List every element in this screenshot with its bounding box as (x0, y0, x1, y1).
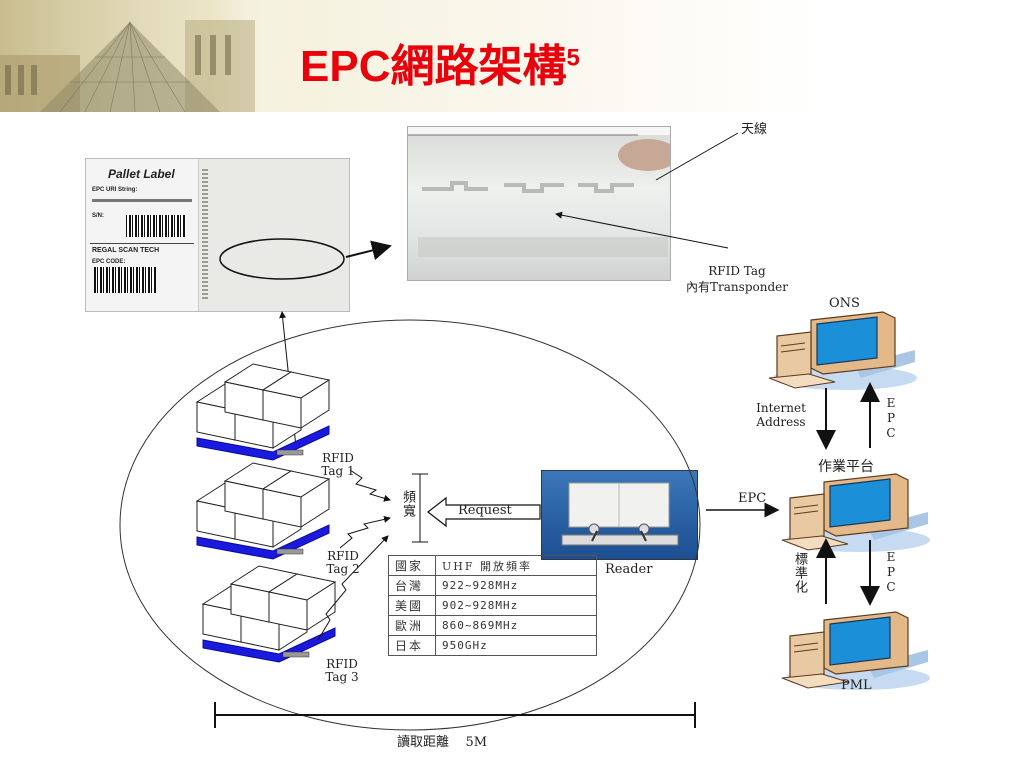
slide-title: EPC網路架構5 (300, 30, 580, 94)
table-cell-frequency: 950GHz (435, 635, 597, 656)
uri-string-line (92, 199, 192, 202)
tag-highlight-ellipse (219, 238, 345, 280)
epc-arrow-label: EPC (738, 491, 767, 506)
platform-computer (781, 473, 931, 553)
table-cell-country: 歐洲 (388, 615, 436, 636)
tag1-label-line2: Tag 1 (321, 464, 355, 478)
signal-tag1 (349, 469, 391, 502)
pallet-2 (197, 463, 329, 559)
antenna-pointer-line (655, 132, 739, 181)
barcode-top (126, 215, 186, 237)
signal-tag3 (317, 535, 389, 641)
epc-vertical-label-top: EPC (884, 396, 898, 441)
read-distance-label: 讀取距離 5M (397, 735, 488, 750)
tag-pointer-line (555, 211, 729, 249)
slide-title-text: EPC網路架構 (300, 42, 567, 91)
table-cell-frequency: 860~869MHz (435, 615, 597, 636)
rfid-tag-antenna-photo (407, 126, 671, 281)
bandwidth-label: 頻寬 (400, 490, 415, 518)
epc-uri-label: EPC URI String: (92, 187, 138, 193)
reader-device-photo (541, 470, 698, 560)
side-text-strip (202, 169, 208, 299)
table-row: 台灣 922~928MHz (388, 575, 597, 596)
table-cell-country: 日本 (388, 635, 436, 656)
table-row: 美國 902~928MHz (388, 595, 597, 616)
internet-address-label: Internet Address (748, 401, 814, 429)
louvre-banner-image (0, 0, 290, 112)
uhf-frequency-table: 國家 UHF 開放頻率 台灣 922~928MHz 美國 902~928MHz … (388, 555, 597, 656)
zoom-arrow (345, 240, 392, 261)
tag3-label-line2: Tag 3 (325, 670, 359, 684)
tag1-label: RFID Tag 1 (318, 452, 358, 478)
ons-computer (768, 311, 918, 391)
tag3-label-line1: RFID (326, 657, 358, 671)
ons-label: ONS (829, 296, 860, 311)
internet-address-line1: Internet (756, 401, 806, 415)
pallet-3 (203, 566, 335, 662)
signal-tag2 (339, 515, 391, 549)
label-divider (90, 243, 194, 244)
reader-label: Reader (605, 562, 653, 577)
standardize-label: 標準化 (792, 552, 807, 594)
rfid-tag-label-line2: 內有Transponder (686, 280, 788, 294)
tag3-label: RFID Tag 3 (322, 658, 362, 684)
rfid-tag-label-line1: RFID Tag (708, 264, 766, 278)
sn-label: S/N: (92, 213, 104, 219)
epc-vertical-label-bottom: EPC (884, 550, 898, 595)
tag2-label-line1: RFID (327, 549, 359, 563)
table-row: 歐洲 860~869MHz (388, 615, 597, 636)
table-cell-country: 台灣 (388, 575, 436, 596)
table-cell-frequency: 922~928MHz (435, 575, 597, 596)
platform-label: 作業平台 (818, 459, 874, 475)
table-header-country: 國家 (388, 555, 436, 576)
epc-code-label: EPC CODE: (92, 259, 126, 265)
table-cell-country: 美國 (388, 595, 436, 616)
pallet-label-photo: Pallet Label EPC URI String: S/N: REGAL … (85, 158, 350, 312)
read-range-circle (119, 319, 701, 731)
table-header-frequency: UHF 開放頻率 (435, 555, 597, 576)
pml-label: PML (841, 678, 872, 693)
pallet-1 (197, 364, 329, 460)
antenna-label: 天線 (741, 122, 768, 137)
tag1-label-line1: RFID (322, 451, 354, 465)
internet-address-line2: Address (756, 415, 806, 429)
table-row: 日本 950GHz (388, 635, 597, 656)
antenna-pattern-image (408, 127, 670, 257)
company-name: REGAL SCAN TECH (92, 247, 160, 254)
tag2-label: RFID Tag 2 (323, 550, 363, 576)
table-cell-frequency: 902~928MHz (435, 595, 597, 616)
pallet-label-heading: Pallet Label (108, 167, 175, 181)
slide-title-superscript: 5 (566, 44, 580, 72)
tag2-label-line2: Tag 2 (326, 562, 360, 576)
rfid-tag-label: RFID Tag 內有Transponder (662, 264, 812, 295)
request-arrow (427, 496, 541, 528)
request-label: Request (458, 503, 512, 518)
pallet-label-sheet: Pallet Label EPC URI String: S/N: REGAL … (86, 159, 199, 311)
table-row: 國家 UHF 開放頻率 (388, 555, 597, 576)
barcode-bottom (94, 267, 156, 293)
reader-device-image (561, 482, 679, 546)
